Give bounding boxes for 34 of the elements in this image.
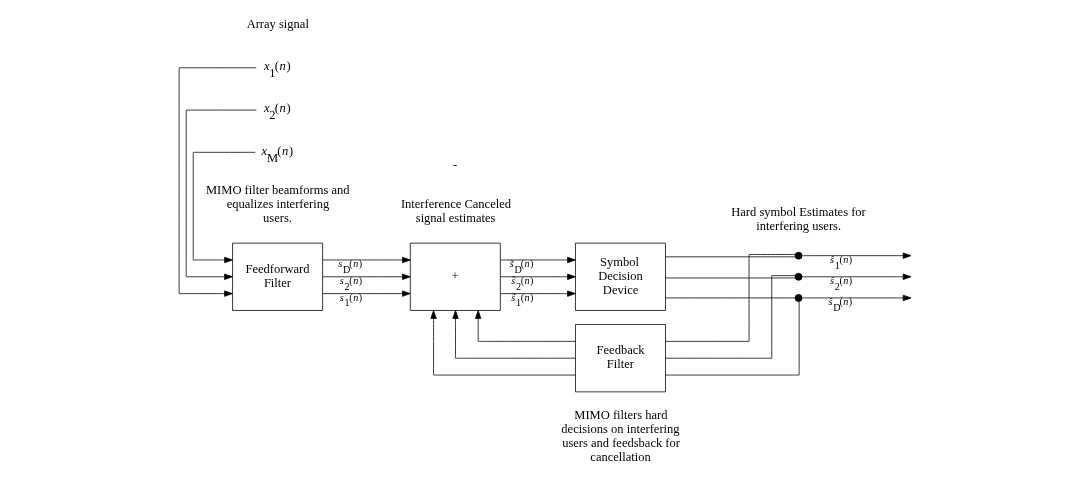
arrow [451, 310, 576, 359]
node-box: + [409, 242, 501, 311]
arrow [192, 151, 256, 264]
node-circle [794, 251, 802, 260]
arrow [321, 290, 411, 297]
label: Array signal [246, 17, 309, 32]
connector [664, 277, 796, 279]
node-box: Feedback Filter [574, 324, 666, 393]
arrow [321, 273, 411, 280]
arrow [801, 252, 911, 259]
label: - [452, 158, 457, 173]
arrow [474, 310, 576, 342]
connector [664, 275, 795, 359]
label: MIMO filter beamforms and equalizes interfering users. [205, 182, 350, 225]
connector [664, 256, 796, 258]
node-circle [794, 272, 802, 281]
arrow [801, 273, 911, 280]
arrow [178, 67, 257, 297]
label: MIMO filters hard decisions on interfering users and feedsback for cancellation [560, 408, 680, 465]
arrow [185, 109, 257, 280]
arrow [499, 290, 576, 297]
node-box: Symbol Decision Device [574, 242, 666, 311]
connector [664, 297, 795, 299]
arrow [499, 256, 576, 264]
node-circle [794, 294, 802, 302]
arrow [499, 273, 576, 280]
node-box: Feedforward Filter [231, 242, 323, 311]
arrow [801, 294, 911, 302]
arrow [429, 310, 576, 376]
connector [664, 254, 795, 342]
label: Hard symbol Estimates for interfering users. [730, 205, 866, 234]
arrow [321, 256, 411, 264]
connector [664, 301, 800, 376]
label: Interference Canceled signal estimates [400, 196, 511, 225]
